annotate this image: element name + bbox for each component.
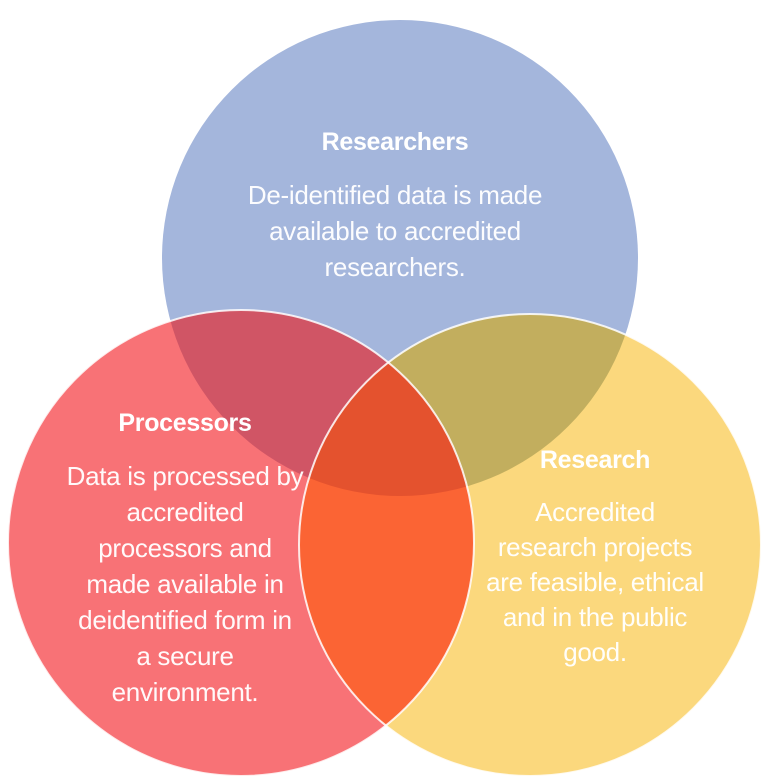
processors-circle-outline xyxy=(7,309,475,777)
processors-label-group: Processors Data is processed by accredit… xyxy=(25,405,345,710)
research-label-group: Research Accredited research projects ar… xyxy=(455,442,735,670)
researchers-label-group: Researchers De-identified data is made a… xyxy=(215,124,575,285)
researchers-title: Researchers xyxy=(321,128,469,156)
processors-title: Processors xyxy=(118,409,252,437)
research-circle-outline xyxy=(298,313,762,777)
research-description: Accredited research projects are feasibl… xyxy=(486,497,704,667)
center-overlap xyxy=(299,314,474,496)
processors-description: Data is processed by accredited processo… xyxy=(66,461,304,707)
research-title: Research xyxy=(539,446,651,474)
researchers-description: De-identified data is made available to … xyxy=(247,180,543,282)
